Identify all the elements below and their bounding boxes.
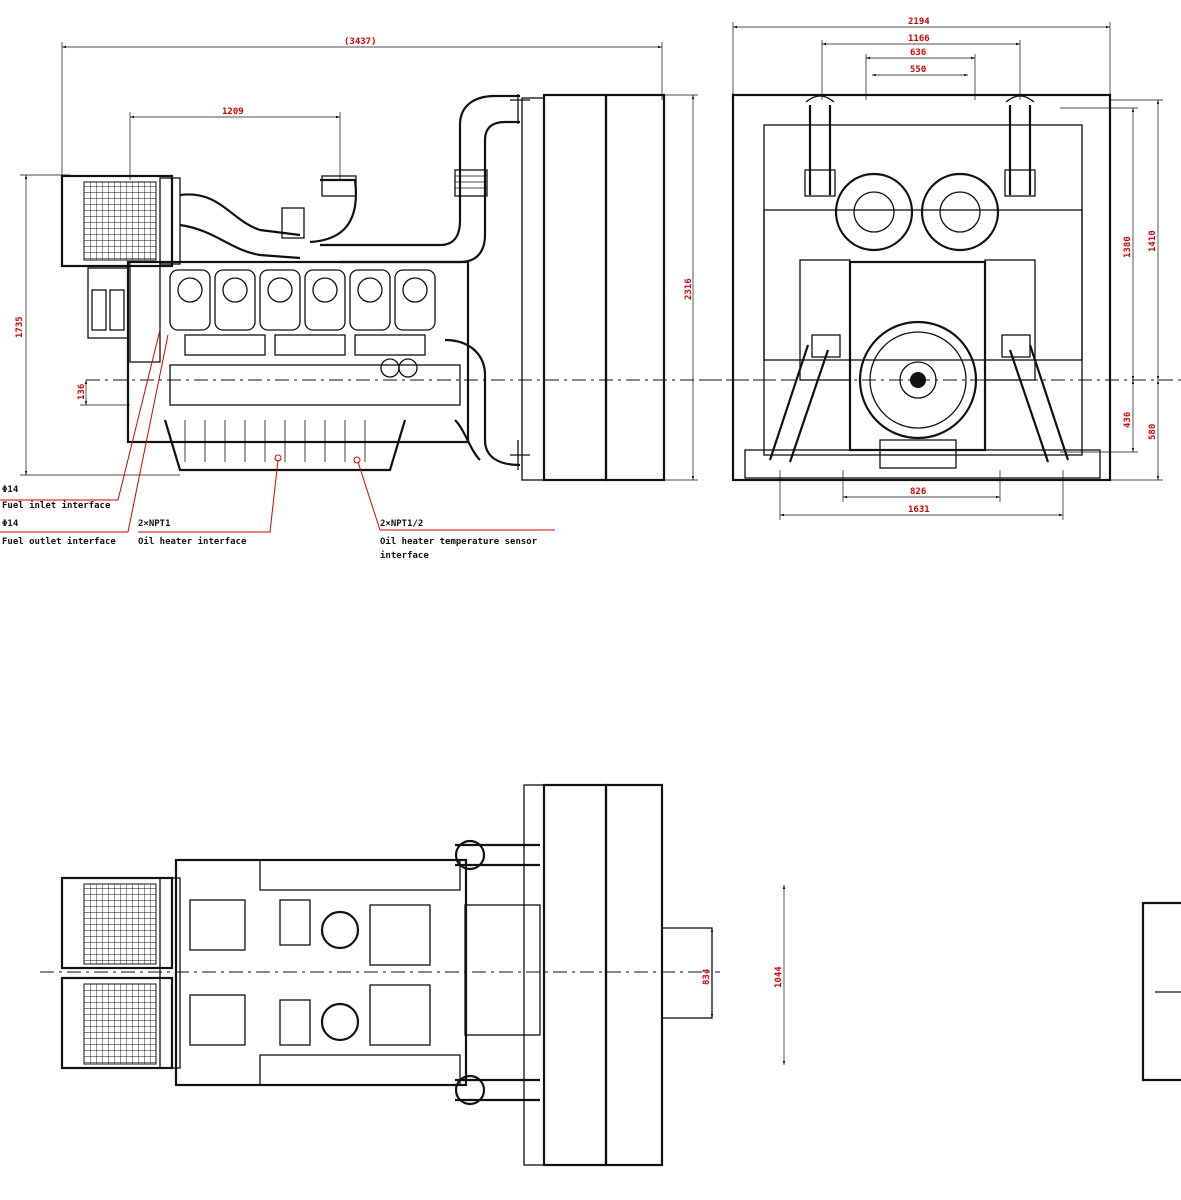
callout-fuel-inlet-size: Φ14 <box>2 485 19 495</box>
callout-oil-sensor-size: 2×NPT1/2 <box>380 519 423 529</box>
dim-top-w1: 834 <box>702 968 712 985</box>
dim-front-w1: 1166 <box>908 34 930 44</box>
callout-oil-heater-size: 2×NPT1 <box>138 519 171 529</box>
dim-front-base2: 1631 <box>908 505 930 515</box>
dim-front-h4: 580 <box>1148 424 1158 440</box>
callout-fuel-outlet: Fuel outlet interface <box>2 536 116 547</box>
dim-front-h3: 436 <box>1123 412 1133 428</box>
dim-front-h1: 1380 <box>1123 236 1133 258</box>
dim-top-w2: 1044 <box>774 966 784 988</box>
callout-fuel-outlet-size: Φ14 <box>2 519 19 529</box>
side-view: (3437) 1209 1735 136 2316 <box>0 37 780 561</box>
callout-oil-heater: Oil heater interface <box>138 536 247 547</box>
dim-side-height2: 2316 <box>684 278 694 300</box>
dim-side-length: (3437) <box>344 37 377 47</box>
front-view: 2194 1166 636 550 1380 1410 436 580 826 … <box>700 17 1181 520</box>
callout-oil-sensor-line2: interface <box>380 550 429 561</box>
dim-side-low: 136 <box>77 384 87 400</box>
dim-side-inner: 1209 <box>222 107 244 117</box>
dim-front-width: 2194 <box>908 17 930 27</box>
callout-fuel-inlet: Fuel inlet interface <box>2 500 111 511</box>
top-view: 834 1044 <box>40 783 1181 1167</box>
dim-front-base1: 826 <box>910 487 926 497</box>
dim-front-h2: 1410 <box>1148 230 1158 252</box>
dim-front-w2: 636 <box>910 48 926 58</box>
callout-oil-sensor-line1: Oil heater temperature sensor <box>380 536 538 547</box>
dim-side-height: 1735 <box>15 316 25 338</box>
dim-front-w3: 550 <box>910 65 926 75</box>
